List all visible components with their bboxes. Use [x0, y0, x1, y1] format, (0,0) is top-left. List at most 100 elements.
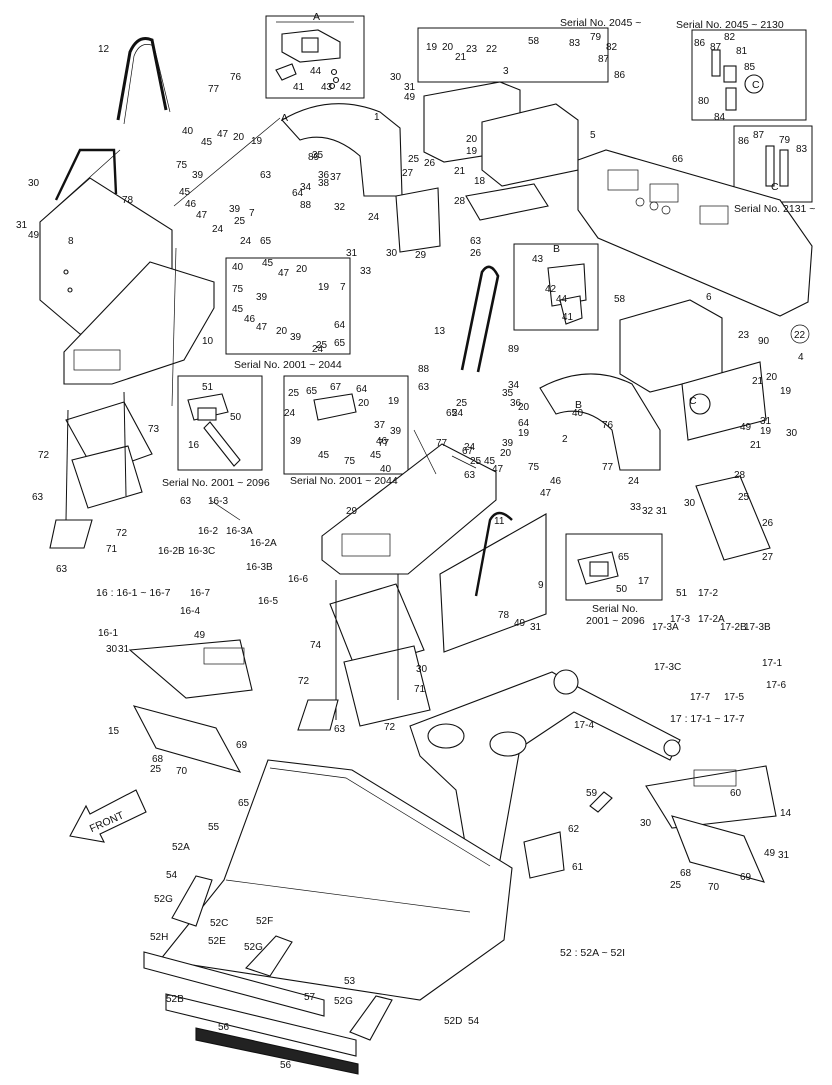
part-callout: 63: [470, 236, 482, 247]
part-callout: 39: [390, 426, 402, 437]
detail-box-b: [513, 243, 599, 331]
part-callout: 16-6: [288, 574, 308, 585]
step-left: [128, 639, 253, 699]
part-callout: 89: [508, 344, 520, 355]
part-callout: 80: [698, 96, 710, 107]
serial-caption: Serial No. 2045 ~: [560, 17, 641, 29]
part-callout: 7: [340, 282, 346, 293]
part-callout: 65: [306, 386, 318, 397]
part-callout: 34: [508, 380, 520, 391]
part-callout: 31: [404, 82, 416, 93]
part-callout: 19: [760, 426, 772, 437]
part-callout: 44: [556, 294, 568, 305]
part-callout: 16-3: [208, 496, 228, 507]
detail-box-serial-2001-2096-right: [565, 533, 663, 601]
bucket-tooth-52b: [245, 935, 293, 977]
part-callout: 30: [28, 178, 40, 189]
part-callout: 31: [16, 220, 28, 231]
part-callout: 17-3B: [744, 622, 771, 633]
detail-label: B: [575, 399, 582, 411]
detail-label: A: [313, 11, 320, 23]
part-callout: 65: [446, 408, 458, 419]
part-callout: 60: [730, 788, 742, 799]
part-callout: 46: [550, 476, 562, 487]
part-callout: 52F: [256, 916, 273, 927]
part-callout: 26: [424, 158, 436, 169]
part-callout: 46: [185, 199, 197, 210]
part-callout: 26: [470, 248, 482, 259]
part-callout: 65: [618, 552, 630, 563]
part-callout: 39: [192, 170, 204, 181]
part-callout: 52H: [150, 932, 168, 943]
part-callout: 49: [28, 230, 40, 241]
group-note: 17 : 17-1 ~ 17-7: [670, 713, 745, 725]
step-right: [645, 765, 777, 829]
group-note: 52 : 52A ~ 52I: [560, 947, 625, 959]
part-callout: 47: [217, 129, 229, 140]
part-callout: 39: [502, 438, 514, 449]
hand-rail: [460, 265, 500, 373]
part-callout: 24: [628, 476, 640, 487]
part-callout: 40: [232, 262, 244, 273]
part-callout: 63: [56, 564, 68, 575]
part-callout: 32: [334, 202, 346, 213]
part-callout: 62: [568, 824, 580, 835]
part-callout: 37: [330, 172, 342, 183]
part-callout: 81: [736, 46, 748, 57]
part-callout: 17-1: [762, 658, 782, 669]
part-callout: 40: [182, 126, 194, 137]
part-callout: 16-2B: [158, 546, 185, 557]
part-callout: 64: [356, 384, 368, 395]
part-callout: 58: [614, 294, 626, 305]
part-callout: 2: [562, 434, 568, 445]
counterweight: [577, 149, 813, 317]
part-callout: 66: [672, 154, 684, 165]
part-callout: 8: [68, 236, 74, 247]
part-callout: 86: [694, 38, 706, 49]
front-arrow: FRONT: [69, 789, 147, 843]
part-callout: 39: [290, 436, 302, 447]
part-callout: 20: [358, 398, 370, 409]
part-callout: 47: [540, 488, 552, 499]
part-callout: 32: [642, 506, 654, 517]
part-callout: 65: [260, 236, 272, 247]
part-callout: 17-7: [690, 692, 710, 703]
part-callout: 76: [602, 420, 614, 431]
part-callout: 30: [416, 664, 428, 675]
circled-ref: 22: [794, 330, 806, 341]
part-callout: 45: [201, 137, 213, 148]
floor-plate-right: [321, 443, 497, 575]
part-callout: 25: [288, 388, 300, 399]
part-callout: 42: [340, 82, 352, 93]
part-callout: 47: [256, 322, 268, 333]
part-callout: 31: [346, 248, 358, 259]
part-callout: 67: [330, 382, 342, 393]
part-callout: 75: [344, 456, 356, 467]
part-callout: 82: [724, 32, 736, 43]
part-callout: 4: [798, 352, 804, 363]
part-callout: 52G: [334, 996, 353, 1007]
part-callout: 65: [238, 798, 250, 809]
part-callout: 87: [753, 130, 765, 141]
part-callout: 27: [402, 168, 414, 179]
bucket-tooth-52c: [171, 875, 213, 927]
part-callout: 20: [442, 42, 454, 53]
part-callout: 52G: [244, 942, 263, 953]
part-callout: 87: [710, 42, 722, 53]
part-callout: 70: [176, 766, 188, 777]
part-callout: 20: [766, 372, 778, 383]
part-callout: 72: [38, 450, 50, 461]
part-callout: 37: [374, 420, 386, 431]
part-callout: 16: [188, 440, 200, 451]
part-callout: 16-5: [258, 596, 278, 607]
part-callout: 33: [360, 266, 372, 277]
part-callout: 21: [455, 52, 467, 63]
part-callout: 33: [630, 502, 642, 513]
part-callout: 64: [334, 320, 346, 331]
link-rod: [523, 831, 565, 879]
mudflap-right: [695, 475, 771, 561]
part-callout: 78: [498, 610, 510, 621]
part-callout: 45: [179, 187, 191, 198]
